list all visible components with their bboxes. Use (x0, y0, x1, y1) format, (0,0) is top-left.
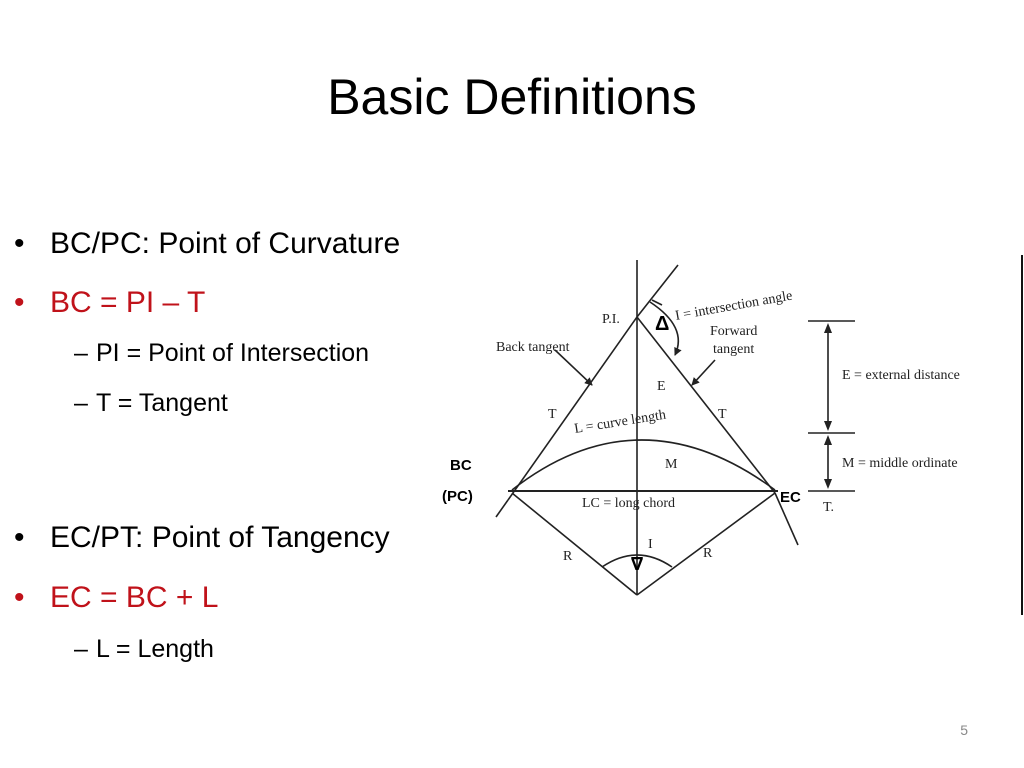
m-label: M (665, 457, 678, 472)
r-right-label: R (703, 546, 713, 561)
slide-title: Basic Definitions (327, 69, 697, 125)
back-tangent-pointer (554, 349, 593, 386)
radius-right-line (636, 492, 776, 596)
bullet-text: EC = BC + L (50, 581, 219, 614)
dim-arrow-head (824, 435, 832, 445)
curve-length-label: L = curve length (573, 408, 667, 437)
bullet-text: BC/PC: Point of Curvature (50, 227, 401, 260)
radius-left-line (511, 492, 638, 596)
page-number: 5 (960, 722, 968, 738)
long-chord-label: LC = long chord (582, 496, 675, 511)
forward-tangent-pointer (691, 359, 716, 386)
pi-label: P.I. (602, 312, 620, 327)
curve-arc (511, 439, 776, 491)
bullet-dot: • (14, 581, 25, 614)
bullet-text: BC = PI – T (50, 286, 206, 319)
tangent-label: tangent (713, 342, 754, 357)
sub-bullet-text: T = Tangent (96, 389, 228, 417)
dash: – (74, 635, 88, 663)
t-left-label: T (548, 407, 557, 422)
dim-arrow-head (824, 479, 832, 489)
t-right-label: T (718, 407, 727, 422)
forward-tangent-line (636, 316, 776, 494)
delta-pi-label: Δ (655, 313, 669, 335)
t-dim-label: T. (823, 500, 834, 515)
dash: – (74, 339, 88, 367)
ec-label: EC (780, 489, 801, 506)
back-tangent-line (507, 316, 638, 501)
intersection-angle-arc (649, 301, 682, 356)
bullet-dot: • (14, 227, 25, 260)
back-tangent-label: Back tangent (496, 340, 570, 355)
bullet-text: EC/PT: Point of Tangency (50, 521, 390, 554)
forward-label: Forward (710, 324, 757, 339)
middle-ordinate-label: M = middle ordinate (842, 456, 958, 471)
angle-tick (651, 299, 663, 306)
bullet-dot: • (14, 521, 25, 554)
external-distance-label: E = external distance (842, 368, 960, 383)
central-angle-arc (601, 554, 673, 568)
dim-arrow-head (824, 323, 832, 333)
dash: – (74, 389, 88, 417)
curve-diagram-svg: P.I. Δ I = intersection angle Back tange… (442, 255, 1023, 615)
curve-diagram: P.I. Δ I = intersection angle Back tange… (430, 255, 1024, 615)
bullet-dot: • (14, 286, 25, 319)
delta-center-label: Δ (630, 553, 643, 573)
back-tangent-projection (636, 264, 679, 318)
bc-label: BC (450, 457, 472, 474)
e-label: E (657, 379, 666, 394)
i-label: I (648, 537, 653, 552)
back-tangent-extension (495, 499, 509, 518)
dim-arrow-head (824, 421, 832, 431)
sub-bullet-text: PI = Point of Intersection (96, 339, 370, 367)
forward-tangent-extension (774, 492, 799, 546)
intersection-angle-label: I = intersection angle (674, 289, 793, 324)
pc-label: (PC) (442, 488, 473, 505)
r-left-label: R (563, 549, 573, 564)
sub-bullet-text: L = Length (96, 635, 214, 663)
